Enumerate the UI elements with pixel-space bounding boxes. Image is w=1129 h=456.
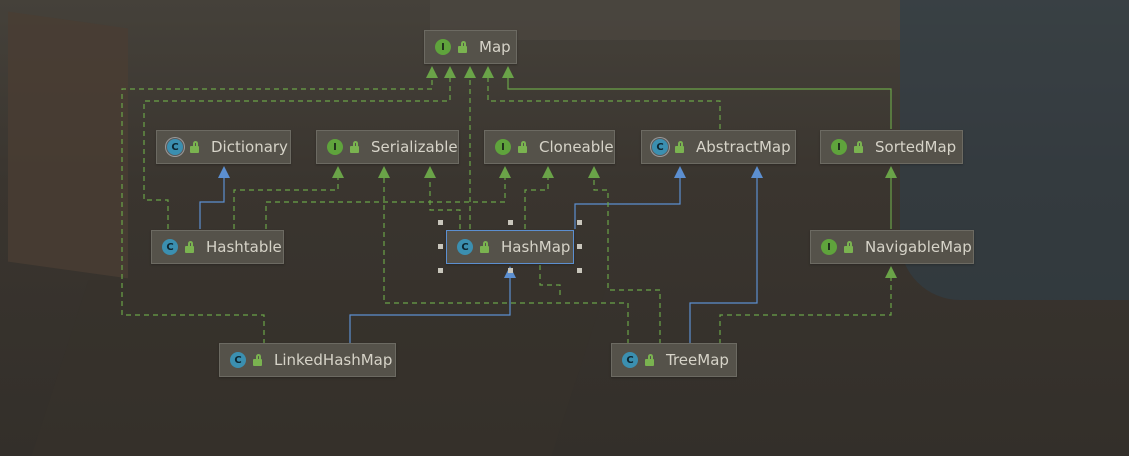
arrow-serializable-3	[424, 166, 436, 178]
lock-icon	[674, 141, 686, 153]
node-label: AbstractMap	[696, 138, 791, 156]
selection-handle[interactable]	[577, 268, 582, 273]
edge-hashmap-cloneable-2	[539, 265, 561, 295]
selection-handle[interactable]	[577, 220, 582, 225]
lock-icon	[349, 141, 361, 153]
node-treemap[interactable]: C TreeMap	[611, 343, 737, 377]
abstract-class-icon: C	[167, 139, 183, 155]
node-label: SortedMap	[875, 138, 957, 156]
arrow-map-1	[426, 66, 438, 78]
arrow-map-4	[482, 66, 494, 78]
node-label: TreeMap	[666, 351, 729, 369]
arrow-dictionary	[218, 166, 230, 178]
lock-icon	[252, 354, 264, 366]
class-icon: C	[230, 352, 246, 368]
interface-icon: I	[831, 139, 847, 155]
class-icon: C	[457, 239, 473, 255]
node-label: NavigableMap	[865, 238, 972, 256]
arrow-abstractmap-2	[751, 166, 763, 178]
edge-hashtable-map	[143, 78, 451, 229]
edge-abstractmap-map	[487, 78, 721, 129]
node-label: LinkedHashMap	[274, 351, 393, 369]
node-label: Map	[479, 38, 511, 56]
arrow-cloneable-3	[588, 166, 600, 178]
interface-icon: I	[821, 239, 837, 255]
arrow-map-5	[502, 66, 514, 78]
node-sortedmap[interactable]: I SortedMap	[820, 130, 963, 164]
lock-icon	[853, 141, 865, 153]
arrow-cloneable-2	[542, 166, 554, 178]
node-navigablemap[interactable]: I NavigableMap	[810, 230, 974, 264]
node-label: Serializable	[371, 138, 458, 156]
node-label: Dictionary	[211, 138, 288, 156]
arrow-navigablemap	[885, 266, 897, 278]
edge-hashtable-cloneable	[265, 178, 506, 229]
edge-treemap-navigablemap	[719, 278, 892, 344]
edge-hashmap-abstractmap	[574, 178, 681, 229]
edge-linkedhashmap-map	[121, 78, 433, 344]
arrow-map-2	[444, 66, 456, 78]
arrow-serializable-2	[378, 166, 390, 178]
edge-treemap-serializable	[383, 178, 629, 344]
node-label: Hashtable	[206, 238, 282, 256]
node-cloneable[interactable]: I Cloneable	[484, 130, 615, 164]
selection-handle[interactable]	[438, 268, 443, 273]
lock-icon	[457, 41, 469, 53]
lock-icon	[644, 354, 656, 366]
lock-icon	[843, 241, 855, 253]
abstract-class-icon: C	[652, 139, 668, 155]
interface-icon: I	[435, 39, 451, 55]
node-hashtable[interactable]: C Hashtable	[151, 230, 284, 264]
edge-hashtable-serializable	[233, 178, 339, 229]
edge-hashmap-cloneable	[524, 178, 549, 229]
selection-handle[interactable]	[508, 268, 513, 273]
edge-treemap-cloneable	[593, 178, 661, 344]
node-serializable[interactable]: I Serializable	[316, 130, 459, 164]
node-hashmap[interactable]: C HashMap	[446, 230, 574, 264]
lock-icon	[517, 141, 529, 153]
edge-hashtable-dictionary	[199, 178, 225, 229]
edge-sortedmap-map	[507, 78, 892, 129]
lock-icon	[479, 241, 491, 253]
edge-hashmap-serializable	[429, 178, 461, 229]
selection-handle[interactable]	[577, 244, 582, 249]
edge-linkedhashmap-hashmap	[349, 278, 511, 344]
interface-icon: I	[495, 139, 511, 155]
interface-icon: I	[327, 139, 343, 155]
lock-icon	[189, 141, 201, 153]
node-label: HashMap	[501, 238, 571, 256]
arrow-cloneable-1	[499, 166, 511, 178]
arrow-sortedmap	[885, 166, 897, 178]
node-label: Cloneable	[539, 138, 614, 156]
selection-handle[interactable]	[508, 220, 513, 225]
node-dictionary[interactable]: C Dictionary	[156, 130, 291, 164]
class-icon: C	[622, 352, 638, 368]
node-map[interactable]: I Map	[424, 30, 517, 64]
arrow-map-3	[464, 66, 476, 78]
edge-treemap-abstractmap	[689, 178, 758, 344]
node-linkedhashmap[interactable]: C LinkedHashMap	[219, 343, 396, 377]
selection-handle[interactable]	[438, 220, 443, 225]
node-abstractmap[interactable]: C AbstractMap	[641, 130, 796, 164]
selection-handle[interactable]	[438, 244, 443, 249]
arrow-serializable-1	[332, 166, 344, 178]
lock-icon	[184, 241, 196, 253]
arrow-abstractmap-1	[674, 166, 686, 178]
class-icon: C	[162, 239, 178, 255]
